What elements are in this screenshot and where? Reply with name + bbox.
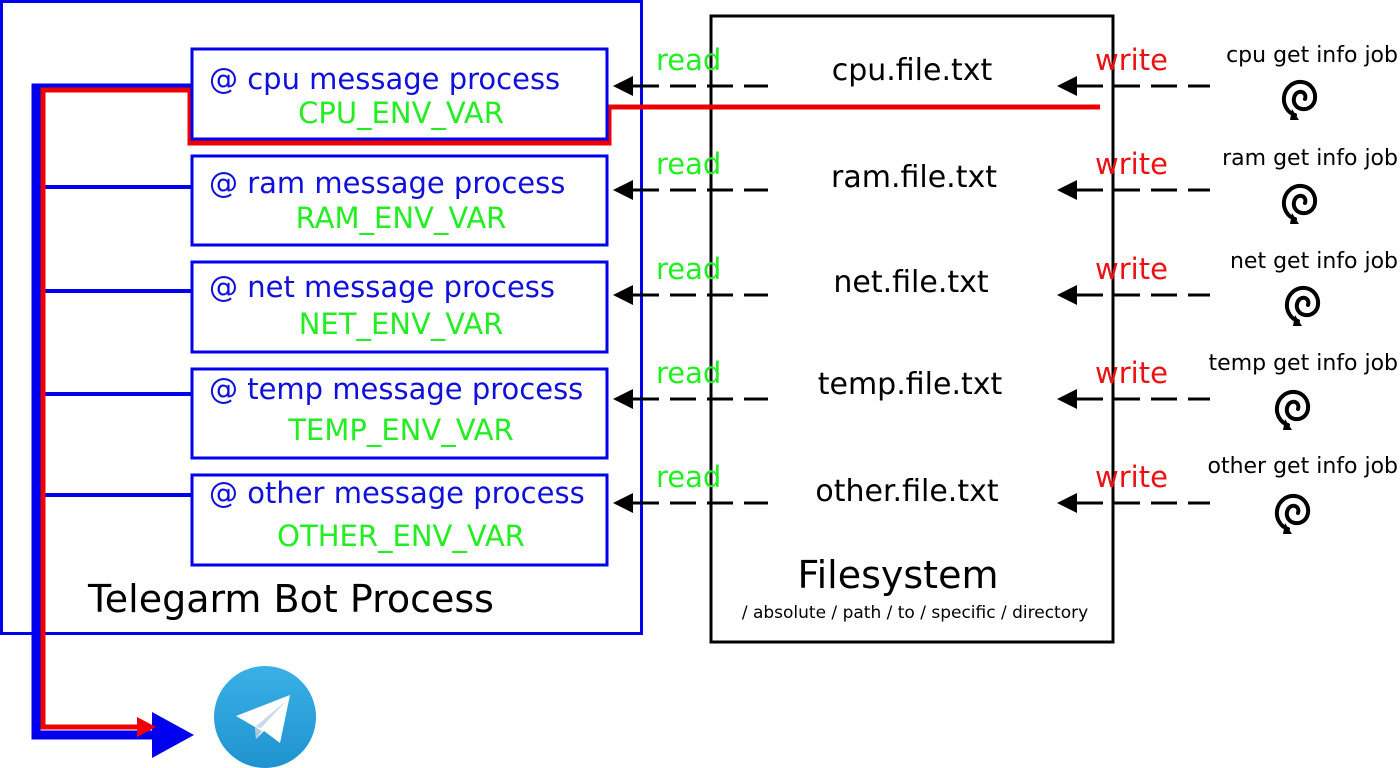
job-label: net get info job <box>1230 249 1398 274</box>
file-name-temp: temp.file.txt <box>818 367 1003 402</box>
read-arrowhead <box>613 285 633 305</box>
spiral-cycle-icon <box>1281 79 1318 120</box>
red-highlight-path <box>40 87 1100 737</box>
process-box-frame <box>190 47 609 141</box>
red-arrowhead <box>137 717 156 737</box>
write-arrow-other: write <box>1057 460 1210 513</box>
write-arrow-temp: write <box>1057 356 1210 409</box>
write-label: write <box>1095 43 1168 77</box>
spiral-cycle-icon <box>1274 389 1311 430</box>
process-box-cpu: @ cpu message process CPU_ENV_VAR <box>190 47 609 141</box>
read-arrow-temp: read <box>613 356 768 409</box>
process-name: @ cpu message process <box>209 62 560 96</box>
job-label: temp get info job <box>1209 351 1398 376</box>
read-arrowhead <box>613 493 633 513</box>
read-arrowhead <box>613 180 633 200</box>
filesystem-path: / absolute / path / to / specific / dire… <box>742 603 1088 623</box>
jobs: cpu get info job ram get info job net ge… <box>1207 43 1398 534</box>
process-env-var: CPU_ENV_VAR <box>298 96 504 130</box>
write-arrow-ram: write <box>1057 147 1210 200</box>
write-label: write <box>1095 460 1168 494</box>
process-box-temp: @ temp message process TEMP_ENV_VAR <box>190 367 609 460</box>
process-name: @ other message process <box>209 476 585 510</box>
write-label: write <box>1095 252 1168 286</box>
file-name-net: net.file.txt <box>833 265 989 300</box>
job-ram: ram get info job <box>1222 146 1398 224</box>
process-env-var: TEMP_ENV_VAR <box>287 413 513 447</box>
file-list: cpu.file.txt ram.file.txt net.file.txt t… <box>815 53 1002 509</box>
read-label: read <box>656 460 721 494</box>
process-box-frame <box>190 367 609 460</box>
read-arrow-net: read <box>613 252 768 305</box>
job-cpu: cpu get info job <box>1226 43 1398 120</box>
read-arrow-other: read <box>613 460 768 513</box>
telegram-logo-icon <box>214 666 316 768</box>
process-box-frame <box>190 154 609 247</box>
process-box-ram: @ ram message process RAM_ENV_VAR <box>190 154 609 247</box>
read-arrows: read read read read read <box>613 43 768 513</box>
write-arrow-cpu: write <box>1057 43 1210 96</box>
read-arrowhead <box>613 389 633 409</box>
read-label: read <box>656 147 721 181</box>
read-arrow-cpu: read <box>613 43 768 96</box>
red-path-line <box>40 87 1100 730</box>
write-label: write <box>1095 356 1168 390</box>
job-label: other get info job <box>1207 454 1398 479</box>
spiral-cycle-icon <box>1281 183 1318 224</box>
file-name-other: other.file.txt <box>815 474 998 509</box>
filesystem-title: Filesystem <box>798 553 999 597</box>
process-env-var: OTHER_ENV_VAR <box>277 519 525 553</box>
read-arrowhead <box>613 76 633 96</box>
process-name: @ net message process <box>209 270 555 304</box>
process-env-var: NET_ENV_VAR <box>299 307 504 341</box>
process-name: @ ram message process <box>209 166 565 200</box>
read-label: read <box>656 356 721 390</box>
bot-process-container <box>0 0 643 635</box>
blue-arrowhead <box>152 712 194 758</box>
file-name-cpu: cpu.file.txt <box>832 53 993 88</box>
bot-process-title: Telegarm Bot Process <box>87 577 494 621</box>
spiral-cycle-icon <box>1274 493 1311 534</box>
process-name: @ temp message process <box>209 372 583 406</box>
read-arrow-ram: read <box>613 147 768 200</box>
process-box-other: @ other message process OTHER_ENV_VAR <box>190 473 609 567</box>
file-name-ram: ram.file.txt <box>831 160 997 195</box>
job-label: ram get info job <box>1222 146 1398 171</box>
write-arrowhead <box>1057 76 1077 96</box>
job-net: net get info job <box>1230 249 1398 326</box>
filesystem-container <box>709 14 1115 644</box>
spiral-cycle-icon <box>1284 285 1321 326</box>
read-label: read <box>656 252 721 286</box>
process-box-frame <box>190 260 609 354</box>
process-env-var: RAM_ENV_VAR <box>296 201 507 235</box>
write-arrows: write write write write write <box>1057 43 1210 513</box>
job-other: other get info job <box>1207 454 1398 534</box>
blue-flow-bus <box>31 83 194 758</box>
write-arrow-net: write <box>1057 252 1210 305</box>
job-label: cpu get info job <box>1226 43 1398 68</box>
write-arrowhead <box>1057 180 1077 200</box>
process-box-net: @ net message process NET_ENV_VAR <box>190 260 609 354</box>
write-label: write <box>1095 147 1168 181</box>
read-label: read <box>656 43 721 77</box>
write-arrowhead <box>1057 493 1077 513</box>
process-boxes: @ cpu message process CPU_ENV_VAR @ ram … <box>190 47 609 567</box>
process-box-frame <box>190 473 609 567</box>
job-temp: temp get info job <box>1209 351 1398 430</box>
write-arrowhead <box>1057 285 1077 305</box>
write-arrowhead <box>1057 389 1077 409</box>
